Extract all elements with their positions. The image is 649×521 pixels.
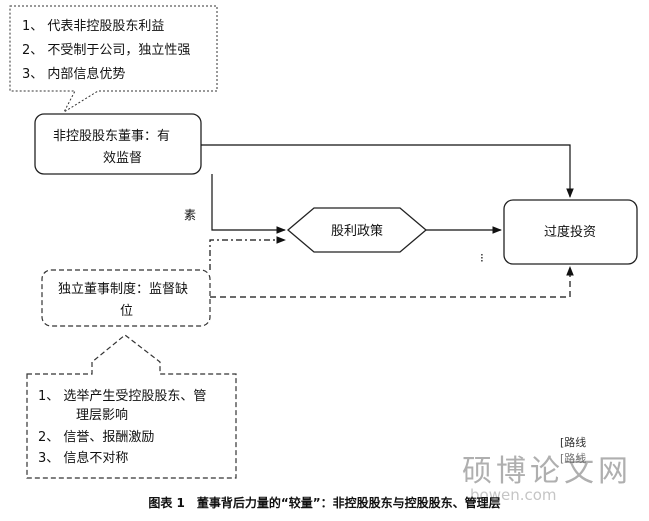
node-over-investment-box xyxy=(503,199,638,265)
top-callout: 1、 代表非控股股东利益 2、 不受制于公司，独立性强 3、 内部信息优势 xyxy=(9,5,218,114)
node-independent-director: 独立董事制度：监督缺 位 xyxy=(41,269,211,327)
bottom-callout-item-2: 理层影响 xyxy=(76,407,128,423)
stray-tick-mark: ⁝ xyxy=(480,251,484,265)
node-dividend-policy: 股利政策 xyxy=(286,207,428,253)
node-non-controlling-director-line-1: 非控股股东董事：有 xyxy=(53,129,170,144)
edge-independent-to-over-investment xyxy=(210,266,574,298)
top-callout-item-1: 1、 代表非控股股东利益 xyxy=(22,19,164,34)
node-over-investment-label: 过度投资 xyxy=(544,224,596,240)
top-callout-item-2: 2、 不受制于公司，独立性强 xyxy=(22,43,190,58)
bottom-callout-item-3: 2、 信誉、报酬激励 xyxy=(38,430,154,445)
node-independent-director-box xyxy=(41,269,211,327)
bottom-callout-item-1: 1、 选举产生受控股股东、管 xyxy=(38,389,206,404)
top-callout-item-3: 3、 内部信息优势 xyxy=(22,66,125,82)
node-non-controlling-director-box xyxy=(34,113,202,175)
corner-note-line-1: [路线 xyxy=(560,436,587,449)
bottom-callout: 1、 选举产生受控股股东、管 理层影响 2、 信誉、报酬激励 3、 信息不对称 xyxy=(26,334,237,479)
edge-independent-to-dividend xyxy=(209,236,286,270)
edge-director-to-dividend xyxy=(211,174,286,234)
figure-caption: 图表 1 董事背后力量的“较量”：非控股股东与控股股东、管理层 xyxy=(148,496,501,510)
watermark-url: bowen.com xyxy=(470,486,557,504)
node-non-controlling-director: 非控股股东董事：有 效监督 xyxy=(34,113,202,175)
bottom-callout-item-4: 3、 信息不对称 xyxy=(38,450,128,466)
corner-note-line-2: [路线 xyxy=(560,452,587,465)
node-non-controlling-director-line-2: 效监督 xyxy=(103,151,142,166)
stray-char-su: 素 xyxy=(184,208,196,222)
node-over-investment: 过度投资 xyxy=(503,199,638,265)
node-independent-director-line-2: 位 xyxy=(120,304,133,319)
top-callout-shape xyxy=(9,5,218,114)
node-independent-director-line-1: 独立董事制度：监督缺 xyxy=(58,281,188,297)
watermark-text: 硕博论文网 xyxy=(462,454,632,489)
node-dividend-policy-label: 股利政策 xyxy=(331,223,383,239)
edge-director-to-over-investment xyxy=(201,144,574,198)
bottom-callout-shape xyxy=(26,334,237,479)
